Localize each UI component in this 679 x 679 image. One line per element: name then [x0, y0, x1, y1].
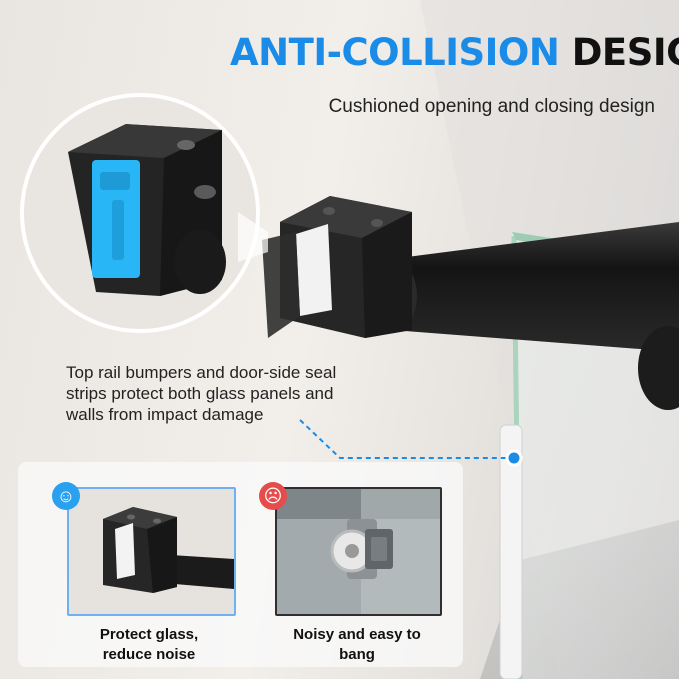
- feature-description: Top rail bumpers and door-side seal stri…: [66, 363, 337, 424]
- page-title: ANTI-COLLISION DESIGN: [230, 34, 679, 71]
- detail-magnifier: [20, 93, 268, 333]
- bad-example-illustration: [277, 489, 440, 614]
- wall-bracket-top: [280, 196, 412, 238]
- good-caption: Protect glass, reduce noise: [64, 625, 234, 665]
- top-rail-rod: [368, 222, 679, 352]
- bad-caption-line: Noisy and easy to: [293, 626, 421, 643]
- bad-caption: Noisy and easy to bang: [272, 625, 442, 665]
- rail-bumper: [296, 224, 332, 316]
- good-caption-line: reduce noise: [102, 646, 196, 663]
- title-rest: DESIGN: [571, 31, 679, 74]
- good-example-image: [67, 487, 236, 616]
- sad-face-icon: ☹: [259, 482, 287, 510]
- roller-hanger: [638, 326, 679, 410]
- callout-line: [299, 419, 514, 459]
- bracket-screw: [323, 207, 335, 215]
- bad-caption-line: bang: [339, 646, 375, 663]
- good-example-illustration: [69, 489, 234, 614]
- wall-bracket-side: [362, 212, 412, 338]
- bracket-flange: [262, 232, 300, 338]
- bracket-screw: [371, 219, 383, 227]
- seal-strip: [499, 424, 523, 679]
- bad-example-image: [275, 487, 442, 616]
- page-subtitle: Cushioned opening and closing design: [328, 96, 655, 117]
- smiley-face-icon: ☺: [52, 482, 80, 510]
- title-accent: ANTI-COLLISION: [230, 31, 560, 74]
- callout-dot: [505, 449, 523, 467]
- good-caption-line: Protect glass,: [99, 626, 199, 643]
